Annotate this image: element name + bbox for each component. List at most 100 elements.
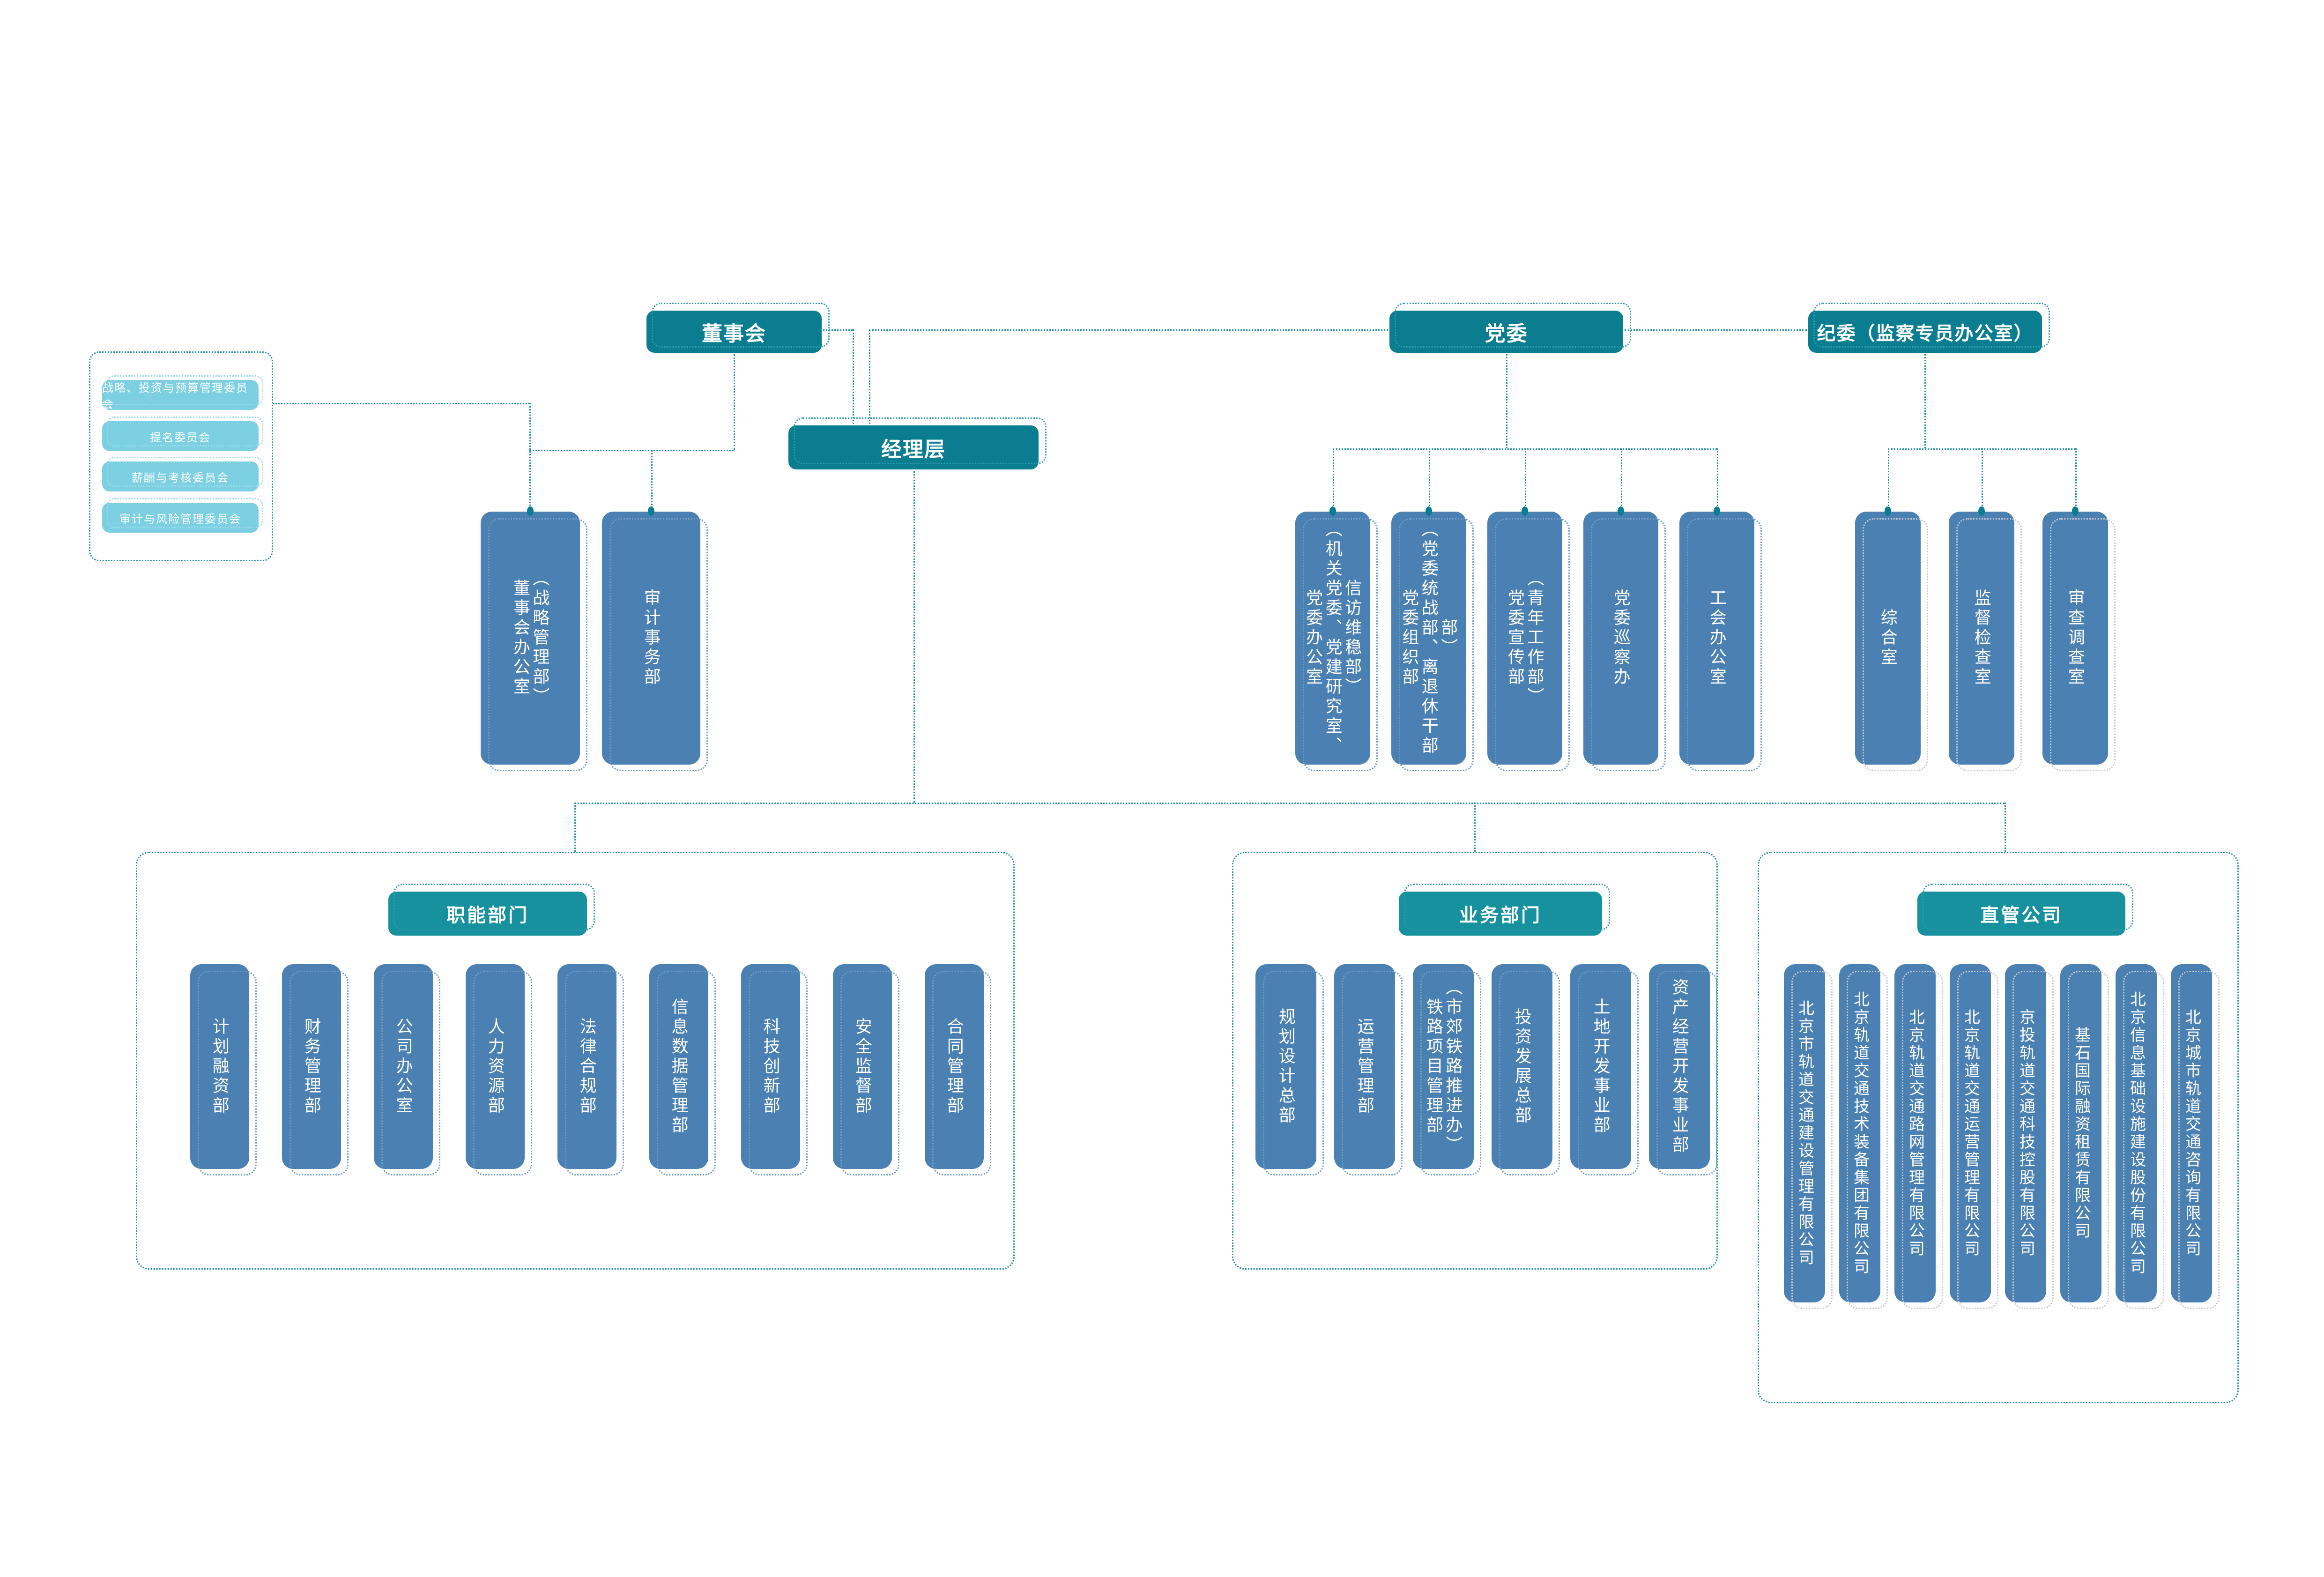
connector-line [1717,448,1718,512]
functional-dept-box: 计划融资部 [190,964,249,1169]
section-header-companies: 直管公司 [1916,890,2127,937]
junction-dot [1426,506,1432,516]
company-box: 京投轨道交通科技控股有限公司 [2005,964,2046,1302]
box-party: 党委 [1388,309,1625,354]
section-header-label: 直管公司 [1980,905,2063,926]
box-party-label: 党委 [1485,322,1528,345]
connector-line [869,329,870,424]
functional-dept-box: 法律合规部 [557,964,616,1169]
connector-line [529,450,734,451]
section-header-business: 业务部门 [1397,890,1604,937]
dept-box-label: 法律合规部 [577,1017,597,1116]
connector-line [651,450,653,512]
dept-box-general-office: 综合室 [1855,512,1921,765]
company-box-label: 北京轨道交通路网管理有限公司 [1906,1009,1924,1258]
connector-line [823,329,853,331]
company-box-label: 北京轨道交通运营管理有限公司 [1961,1009,1980,1258]
dept-box-label: 人力资源部 [485,1017,505,1116]
junction-dot [1714,506,1720,516]
box-discipline: 纪委（监察专员办公室） [1807,309,2043,354]
company-box-label: 京投轨道交通科技控股有限公司 [2017,1009,2035,1258]
connector-line [1333,448,1334,512]
section-header-label: 业务部门 [1459,905,1542,926]
dept-box-label: 党委宣传部 （青年工作部） [1506,569,1544,707]
connector-line [2005,803,2006,852]
dept-box-label: 信息数据管理部 [669,997,689,1136]
business-dept-box: 规划设计总部 [1255,964,1316,1169]
company-box: 北京市轨道交通建设管理有限公司 [1784,964,1825,1302]
committee-item-label: 提名委员会 [150,431,211,444]
junction-dot [1522,506,1528,516]
business-dept-box: 运营管理部 [1334,964,1395,1169]
dept-box-party-office: 党委办公室 （机关党委、党建研究室、信访维稳部） [1295,512,1370,765]
dept-box-label: 土地开发事业部 [1591,997,1611,1136]
dept-box-party-publicity: 党委宣传部 （青年工作部） [1487,512,1562,765]
company-box-label: 北京市轨道交通建设管理有限公司 [1796,1000,1814,1267]
section-header-functional: 职能部门 [387,890,588,937]
business-dept-box: 投资发展总部 [1492,964,1552,1169]
box-management-label: 经理层 [881,438,946,461]
dept-box-review-investigation: 审查调查室 [2042,512,2108,765]
company-box: 北京轨道交通运营管理有限公司 [1950,964,1991,1302]
functional-dept-box: 人力资源部 [466,964,525,1169]
junction-dot [1885,506,1891,516]
functional-dept-box: 科技创新部 [741,964,800,1169]
dept-box-label: 计划融资部 [210,1017,230,1116]
committee-item: 提名委员会 [102,421,259,451]
committee-item-label: 薪酬与考核委员会 [132,471,229,484]
company-box: 基石国际融资租赁有限公司 [2060,964,2101,1302]
junction-dot [648,506,654,516]
connector-line [529,403,531,512]
dept-box-label: 安全监督部 [853,1017,872,1116]
functional-dept-box: 信息数据管理部 [649,964,708,1169]
connector-line [574,803,576,852]
dept-box-party-inspection: 党委巡察办 [1583,512,1658,765]
company-box-label: 基石国际融资租赁有限公司 [2072,1027,2090,1240]
dept-box-audit-affairs: 审计事务部 [602,512,700,765]
dept-box-label: 运营管理部 [1355,1017,1374,1116]
dept-box-label: 党委组织部 （党委统战部、离退休干部部） [1400,520,1458,756]
committee-item: 薪酬与考核委员会 [102,461,259,491]
dept-box-label: 规划设计总部 [1276,1007,1296,1126]
company-box-label: 北京信息基础设施建设股份有限公司 [2127,991,2146,1276]
company-box: 北京信息基础设施建设股份有限公司 [2116,964,2157,1302]
functional-dept-box: 财务管理部 [282,964,341,1169]
dept-box-label: 监督检查室 [1972,589,1991,687]
junction-dot [1978,506,1985,516]
business-dept-box: 铁路项目管理部 （市郊铁路推进办） [1413,964,1474,1169]
connector-line [1982,448,1983,512]
dept-box-label: 党委办公室 （机关党委、党建研究室、信访维稳部） [1304,520,1362,756]
committees-container [89,351,273,561]
box-board-label: 董事会 [702,322,766,345]
dept-box-label: 铁路项目管理部 （市郊铁路推进办） [1424,978,1463,1155]
connector-line [734,354,735,450]
box-discipline-label: 纪委（监察专员办公室） [1817,323,2034,344]
dept-box-label: 审计事务部 [641,589,661,687]
junction-dot [2072,506,2079,516]
business-dept-box: 土地开发事业部 [1570,964,1631,1169]
dept-box-label: 投资发展总部 [1512,1007,1532,1126]
dept-box-union-office: 工会办公室 [1679,512,1754,765]
dept-box-label: 公司办公室 [394,1017,413,1116]
company-box: 北京城市轨道交通咨询有限公司 [2171,964,2212,1302]
dept-box-label: 党委巡察办 [1611,589,1631,687]
section-direct-companies [1758,852,2239,1403]
section-business-departments [1232,852,1718,1270]
connector-line [853,329,854,424]
dept-box-party-organization: 党委组织部 （党委统战部、离退休干部部） [1391,512,1466,765]
company-box-label: 北京城市轨道交通咨询有限公司 [2183,1009,2201,1258]
dept-box-label: 董事会办公室 （战略管理部） [511,569,550,707]
business-dept-box: 资产经营开发事业部 [1649,964,1710,1169]
section-header-label: 职能部门 [446,905,529,926]
connector-line [273,403,529,404]
connector-line [1474,803,1476,852]
committee-item: 审计与风险管理委员会 [102,503,259,533]
company-box: 北京轨道交通路网管理有限公司 [1894,964,1936,1302]
section-functional-departments [136,852,1015,1270]
junction-dot [527,506,534,516]
committee-item-label: 审计与风险管理委员会 [119,513,241,526]
connector-line [869,329,1388,331]
dept-box-label: 工会办公室 [1707,589,1727,687]
company-box-label: 北京轨道交通技术装备集团有限公司 [1851,991,1869,1276]
